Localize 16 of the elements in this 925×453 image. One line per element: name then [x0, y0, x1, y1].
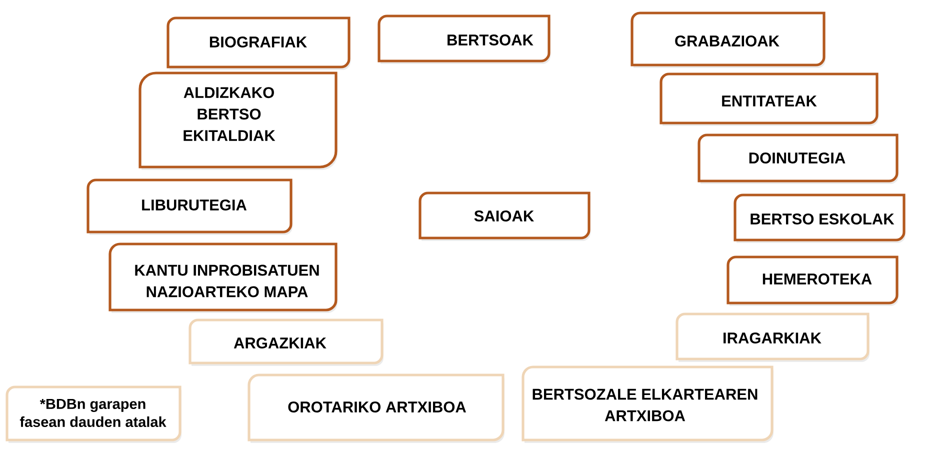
category-box: GRABAZIOAK: [630, 12, 826, 68]
category-box: BIOGRAFIAK: [166, 16, 350, 70]
category-box: BERTSO ESKOLAK: [734, 194, 906, 243]
category-box: DOINUTEGIA: [698, 134, 899, 184]
category-box: ARGAZKIAK: [188, 318, 384, 366]
note-box: *BDBn garapen fasean dauden atalak: [6, 386, 182, 443]
category-box: BERTSOAK: [378, 14, 550, 64]
category-box: ENTITATEAK: [660, 72, 878, 126]
category-box: OROTARIKO ARTXIBOA: [248, 374, 504, 443]
category-box: ALDIZKAKO BERTSO EKITALDIAK: [138, 72, 338, 170]
category-box: BERTSOZALE ELKARTEAREN ARTXIBOA: [522, 366, 774, 443]
category-box: IRAGARKIAK: [676, 312, 870, 362]
category-box: SAIOAK: [418, 192, 590, 241]
category-box: LIBURUTEGIA: [86, 178, 292, 235]
category-box: KANTU INPROBISATUEN NAZIOARTEKO MAPA: [108, 242, 338, 313]
category-box: HEMEROTEKA: [726, 256, 899, 306]
